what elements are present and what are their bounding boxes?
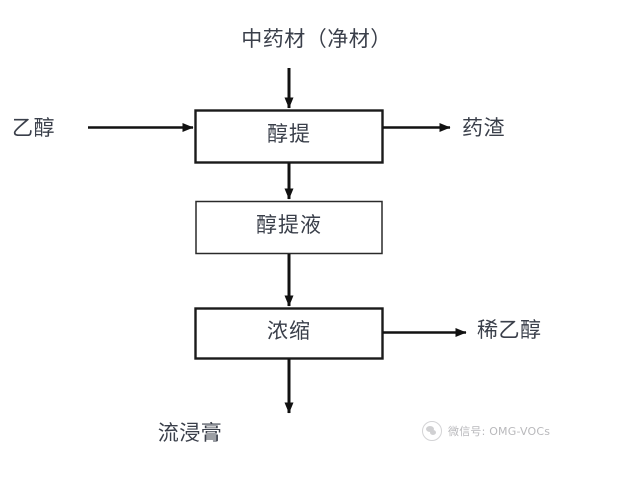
watermark-text: 微信号: OMG-VOCs [448,425,551,438]
output-label-dilute-ethanol: 稀乙醇 [477,318,542,342]
process-box-1 [194,109,384,164]
process-box-2 [195,200,383,255]
process-box-2-label: 醇提液 [256,213,322,237]
process-box-1-label: 醇提 [267,122,311,146]
wechat-logo-icon [422,421,442,441]
process-box-3 [194,307,384,360]
input-label-herb-material: 中药材（净材） [241,27,392,51]
watermark: 微信号: OMG-VOCs [422,421,550,441]
input-label-ethanol: 乙醇 [12,116,55,140]
process-box-3-label: 浓缩 [267,319,311,343]
output-label-medicinal-residue: 药渣 [462,116,505,140]
output-label-fluid-extract: 流浸膏 [157,421,223,445]
